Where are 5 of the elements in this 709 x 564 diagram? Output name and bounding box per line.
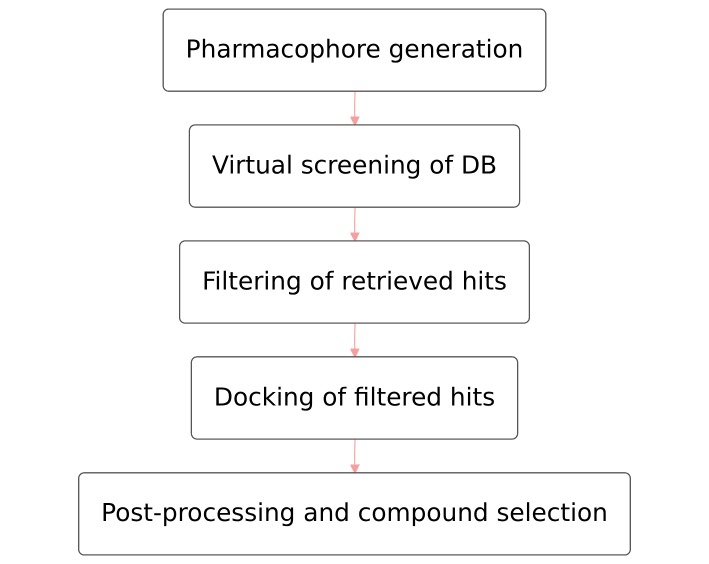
process-box: Docking of filtered hits xyxy=(190,356,518,440)
process-box: Pharmacophore generation xyxy=(162,8,546,92)
process-box: Filtering of retrieved hits xyxy=(179,240,530,324)
process-box: Post-processing and compound selection xyxy=(78,472,631,556)
process-box: Virtual screening of DB xyxy=(188,124,520,208)
